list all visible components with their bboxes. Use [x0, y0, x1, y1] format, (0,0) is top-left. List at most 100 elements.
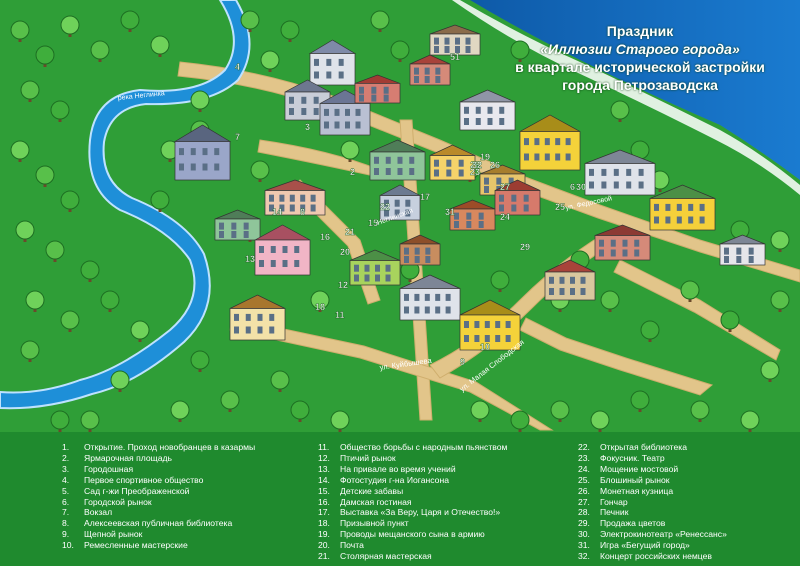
tree-icon: [630, 390, 650, 412]
tree-icon: [20, 340, 40, 362]
tree-icon: [310, 290, 330, 312]
house-icon: [649, 184, 716, 231]
legend-column-1: 1.Открытие. Проход новобранцев в казармы…: [62, 442, 255, 551]
legend-item-number: 9.: [62, 529, 70, 540]
tree-icon: [190, 350, 210, 372]
house-icon: [254, 224, 311, 276]
legend-item-text: Алексеевская публичная библиотека: [84, 518, 233, 529]
tree-icon: [10, 20, 30, 42]
house-icon: [319, 89, 371, 136]
legend-item-text: Сад г-жи Преображенской: [84, 485, 190, 496]
tree-icon: [80, 410, 100, 432]
legend-item-text: Птичий рынок: [340, 452, 396, 463]
legend-item: 26.Монетная кузница: [578, 486, 727, 497]
map-number-marker: 2: [350, 167, 355, 177]
legend-item-number: 8.: [62, 518, 70, 529]
map-number-marker: 9: [460, 357, 465, 367]
legend-item-number: 21.: [318, 551, 330, 562]
legend-item: 3.Городошная: [62, 464, 255, 475]
tree-icon: [640, 320, 660, 342]
map-number-marker: 21: [345, 227, 355, 237]
tree-icon: [470, 400, 490, 422]
legend-item-text: Электрокинотеатр «Ренессанс»: [600, 529, 727, 540]
tree-icon: [120, 10, 140, 32]
tree-icon: [720, 310, 740, 332]
house-icon: [399, 274, 461, 321]
legend-column-2: 11. Общество борьбы с народным пьянством 1…: [318, 442, 507, 562]
map-number-marker: 12: [338, 280, 348, 290]
sky-edge: [452, 0, 800, 195]
legend-item-number: 7.: [62, 507, 70, 518]
legend-item-number: 15.: [318, 485, 330, 496]
map-number-marker: 7: [235, 132, 240, 142]
title-line-4: города Петрозаводска: [562, 77, 718, 93]
legend-item: 32.Концерт российских немцев: [578, 551, 727, 562]
legend-item: 7.Вокзал: [62, 507, 255, 518]
legend-item: 24.Мощение мостовой: [578, 464, 727, 475]
legend-item: 31.Игра «Бегущий город»: [578, 540, 727, 551]
tree-icon: [130, 320, 150, 342]
legend-item-text: Ремесленные мастерские: [84, 540, 188, 551]
legend-item: 30. Электрокинотеатр «Ренессанс»: [578, 529, 727, 540]
tree-icon: [60, 310, 80, 332]
tree-icon: [50, 100, 70, 122]
tree-icon: [510, 410, 530, 432]
tree-icon: [280, 20, 300, 42]
tree-icon: [290, 400, 310, 422]
map-number-marker: 10: [480, 342, 490, 352]
map-number-marker: 32: [472, 160, 482, 170]
tree-icon: [770, 230, 790, 252]
house-icon: [409, 54, 451, 86]
legend-item: 13.На привале во время учений: [318, 464, 507, 475]
map-number-marker: 30: [576, 182, 586, 192]
legend-item-number: 20.: [318, 540, 330, 551]
legend-item-number: 30.: [578, 529, 590, 540]
tree-icon: [250, 160, 270, 182]
house-icon: [264, 179, 326, 216]
legend-item: 21. Столярная мастерская: [318, 551, 507, 562]
map-number-marker: 6: [570, 182, 575, 192]
legend-item-number: 22.: [578, 442, 590, 452]
legend-item: 10.Ремесленные мастерские: [62, 540, 255, 551]
number-markers: 1234567891011121314151617181920212223242…: [235, 52, 586, 367]
legend-item-number: 2.: [62, 452, 70, 463]
house-icon: [349, 249, 401, 286]
sky-corner: [470, 0, 800, 180]
legend-item-text: Монетная кузница: [600, 485, 674, 496]
tree-icon: [220, 390, 240, 412]
tree-icon: [770, 290, 790, 312]
tree-icon: [60, 190, 80, 212]
legend-item: 28.Печник: [578, 507, 727, 518]
legend-item-text: Фокусник. Театр: [600, 452, 665, 463]
tree-icon: [150, 35, 170, 57]
legend-item: 9.Щепной рынок: [62, 529, 255, 540]
tree-icon: [35, 165, 55, 187]
tree-icon: [600, 290, 620, 312]
tree-icon: [390, 40, 410, 62]
map-number-marker: 17: [420, 192, 430, 202]
houses: [173, 24, 766, 351]
legend-item: 15.Детские забавы: [318, 486, 507, 497]
map-number-marker: 4: [235, 62, 240, 72]
legend-item-number: 16.: [318, 496, 330, 507]
legend-item-number: 3.: [62, 463, 70, 474]
legend-item-number: 27.: [578, 496, 590, 507]
house-icon: [449, 199, 496, 231]
map-number-marker: 16: [320, 232, 330, 242]
tree-icon: [610, 100, 630, 122]
legend-item-text: На привале во время учений: [340, 463, 456, 474]
legend-item: 20. Почта: [318, 540, 507, 551]
house-icon: [459, 299, 521, 351]
legend-item-text: Столярная мастерская: [340, 551, 432, 562]
legend-item-text: Общество борьбы с народным пьянством: [340, 442, 508, 452]
tree-icon: [110, 370, 130, 392]
legend-item-text: Дамская гостиная: [340, 496, 412, 507]
legend-item-number: 11.: [318, 442, 330, 452]
legend-item-text: Блошиный рынок: [600, 474, 670, 485]
tree-icon: [370, 10, 390, 32]
tree-icon: [45, 240, 65, 262]
tree-icon: [35, 45, 55, 67]
map-number-marker: 27: [500, 182, 510, 192]
legend-item-text: Почта: [340, 540, 364, 551]
